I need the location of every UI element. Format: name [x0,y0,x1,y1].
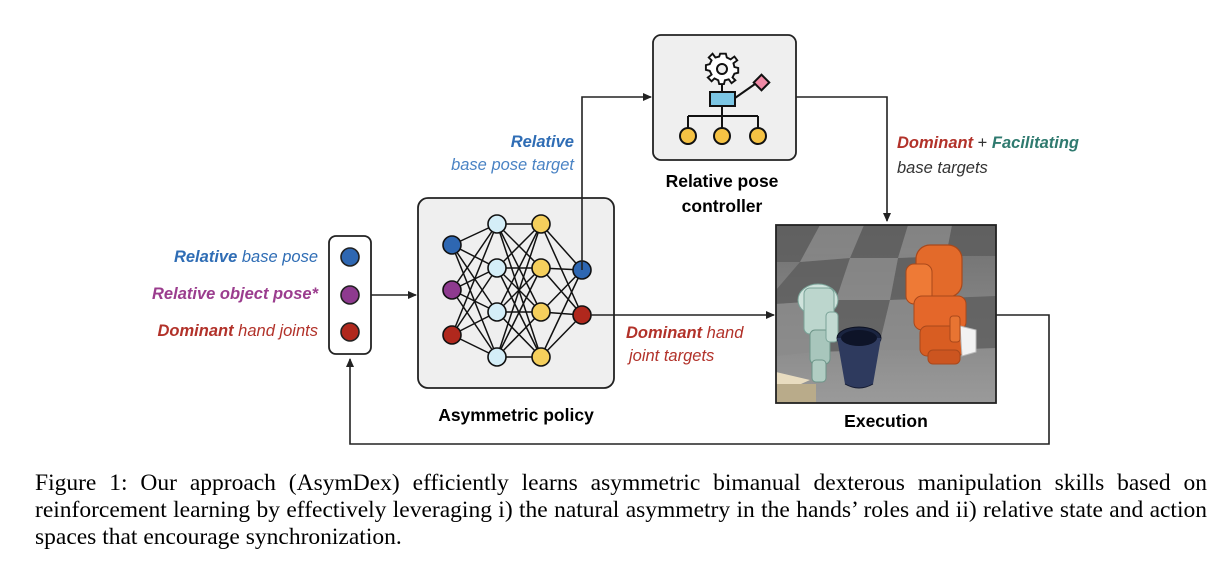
edge-base-dominant: Dominant [897,134,975,152]
network-node-layer3 [572,305,592,325]
input-bold-0: Relative [174,248,237,266]
input-node-base-pose [340,247,360,267]
input-node-object-pose [340,285,360,305]
execution-image [775,224,997,404]
input-label-base-pose: Relative base pose [174,248,318,266]
input-bold-2: Dominant [158,322,236,340]
input-rest-0: base pose [237,248,318,266]
network-node-layer0 [442,325,462,345]
input-rest-2: hand joints [234,322,318,340]
input-node-hand-joints [340,322,360,342]
policy-label: Asymmetric policy [438,405,594,425]
network-node-layer0 [442,235,462,255]
edge-base-facilitating: Facilitating [992,134,1079,152]
figure-caption: Figure 1: Our approach (AsymDex) efficie… [35,470,1207,550]
network-node-layer1 [487,258,507,278]
edge-label-base-pose-target: base pose target [451,156,575,174]
controller-label-line1: Relative pose [666,171,779,191]
edge-label-joint-targets: joint targets [627,347,714,365]
edge-label-relative: Relative [511,133,574,151]
execution-frame [775,224,997,404]
network-connection [496,267,542,358]
network-node-layer1 [487,214,507,234]
input-bold-1: Relative object pose* [152,285,320,303]
edge-controller-to-execution [796,96,891,222]
network-node-layer2 [531,258,551,278]
gear-flowchart-icon [679,52,771,145]
network-node-layer0 [442,280,462,300]
edge-feedback-loop [346,314,1050,445]
network-node-layer2 [531,347,551,367]
edge-label-base-targets-line2: base targets [897,159,988,177]
edge-policy-to-controller [581,93,652,270]
policy-network-nodes [442,214,592,367]
network-connection [451,223,498,291]
edge-dominant-bold: Dominant [626,324,704,342]
network-node-layer2 [531,214,551,234]
input-label-object-pose: Relative object pose* [152,285,320,303]
network-connection [540,269,583,358]
edge-dominant-hand: hand [702,324,744,342]
edge-label-dominant-hand: Dominant hand [626,324,744,342]
network-node-layer1 [487,302,507,322]
network-connection [451,223,498,336]
execution-label: Execution [844,411,928,431]
network-connection [496,311,542,358]
diagram: Relative base pose Relative object pose*… [152,34,1079,445]
network-connection [540,223,583,271]
network-connection [496,223,542,358]
input-label-hand-joints: Dominant hand joints [158,322,319,340]
network-connection [496,223,542,313]
network-connection [451,267,498,336]
network-node-layer2 [531,302,551,322]
edge-base-plus: + [973,134,992,152]
network-node-layer1 [487,347,507,367]
controller-label-line2: controller [682,196,763,216]
network-connection [496,223,542,269]
edge-label-base-targets-line1: Dominant + Facilitating [897,134,1079,152]
